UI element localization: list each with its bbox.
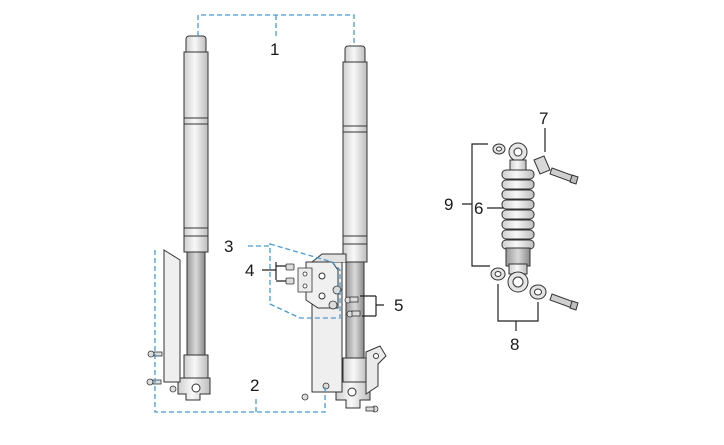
callout-9: 9 [444,195,453,214]
shock-upper-bolt [549,167,579,185]
right-fork-caliper-bracket [365,345,387,395]
bolt-set-5 [328,285,361,318]
leader-8 [497,284,539,331]
leader-3 [269,243,341,319]
left-fork-upper-tube [183,51,209,253]
left-fork-screws [146,350,177,393]
right-fork-upper-tube [342,61,368,263]
callout-5: 5 [394,296,403,315]
left-fork-lower-tube [186,251,206,358]
bolt-set-4 [285,263,313,293]
shock-lower-bolt [549,293,579,311]
callout-2: 2 [250,376,259,395]
right-fork-leg [311,45,387,409]
right-fork-slider [342,357,368,387]
left-fork-cap [185,35,207,55]
callout-6: 6 [474,199,483,218]
leader-2 [154,250,326,413]
callout-4: 4 [245,261,254,280]
leader-4 [262,262,286,282]
shock-spring [501,169,535,250]
left-fork-guard-plate [163,249,181,383]
right-fork-screws [301,382,379,413]
callout-1: 1 [270,40,279,59]
callout-7: 7 [539,109,548,128]
leader-9 [462,143,490,267]
shock-bushing [533,155,551,175]
callout-3: 3 [224,237,233,256]
rear-shock-absorber [501,142,535,293]
callout-8: 8 [510,335,519,354]
shock-hardware [490,143,579,311]
right-fork-bracket-plate [305,261,339,309]
leader-5 [360,295,384,317]
solid-leaders [262,128,546,331]
left-fork-leg [163,35,211,401]
dashed-leaders [154,14,355,413]
right-fork-cap [344,45,366,65]
